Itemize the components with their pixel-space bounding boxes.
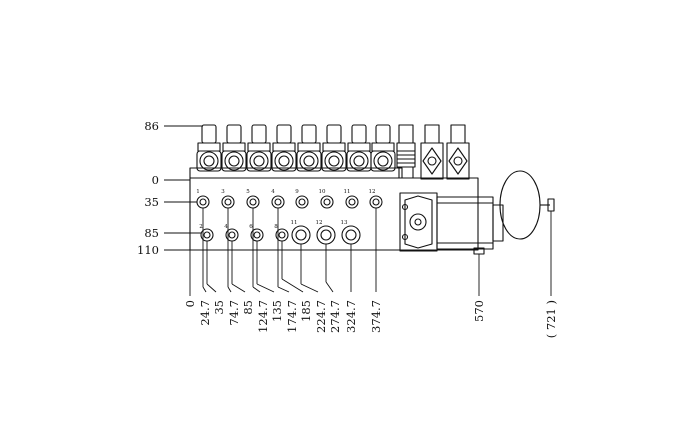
port-number: 12	[316, 220, 323, 226]
port-number: 6	[249, 224, 253, 230]
port	[345, 195, 359, 209]
port-number: 4	[224, 224, 228, 230]
port-number: 10	[319, 189, 326, 195]
port-number: 9	[295, 189, 299, 195]
port-number: 8	[274, 224, 278, 230]
port-number: 11	[344, 189, 351, 195]
horizontal-dimension-labels: 0 24.7 35 74.7 85 124.7 135 174.7 185 22…	[183, 300, 558, 338]
dim-label: 174.7	[285, 300, 299, 333]
dim-label-110: 110	[137, 243, 159, 257]
dim-label: 35	[212, 300, 226, 315]
pilot-valve	[396, 124, 416, 179]
port-number: 3	[221, 189, 225, 195]
port-large	[341, 225, 361, 245]
port-number: 5	[246, 189, 250, 195]
dim-label: 374.7	[369, 300, 383, 333]
dim-label: 570	[472, 300, 486, 322]
port	[221, 195, 235, 209]
dim-label: 24.7	[198, 300, 212, 326]
solenoid-valve	[271, 124, 297, 172]
port-number-labels: 1 3 5 4 9 10 11 12 2 4 6 8 11 12 13	[196, 189, 375, 230]
vertical-dimension-labels: 86 0 35 85 110	[137, 119, 159, 257]
port	[320, 195, 334, 209]
solenoid-valve	[370, 124, 396, 172]
port	[295, 195, 309, 209]
dim-label: 124.7	[256, 300, 270, 333]
solenoid-valve	[321, 124, 347, 172]
port-number: 12	[369, 189, 376, 195]
vertical-dimension-leaders	[164, 125, 203, 251]
directional-valve	[446, 124, 470, 180]
port-large	[291, 225, 311, 245]
dim-label-85: 85	[144, 226, 159, 240]
port	[246, 195, 260, 209]
port	[196, 195, 210, 209]
port-number: 11	[291, 220, 298, 226]
port-row-upper	[196, 195, 383, 209]
solenoid-valve-row	[196, 124, 396, 172]
dim-label-86: 86	[144, 119, 159, 133]
port	[271, 195, 285, 209]
dim-label-0: 0	[152, 173, 159, 187]
motor-unit	[399, 192, 494, 255]
port-number: 2	[199, 224, 203, 230]
directional-valve	[420, 124, 444, 180]
dim-label: ( 721 )	[544, 300, 558, 338]
dim-label-35: 35	[144, 195, 159, 209]
solenoid-valve	[196, 124, 222, 172]
port-number: 1	[196, 189, 200, 195]
dim-label: 274.7	[328, 300, 342, 333]
port	[369, 195, 383, 209]
dim-label: 74.7	[227, 300, 241, 326]
dim-label: 85	[241, 300, 255, 315]
dim-label: 224.7	[314, 300, 328, 333]
solenoid-valve	[246, 124, 272, 172]
dim-label: 324.7	[344, 300, 358, 333]
solenoid-valve	[346, 124, 372, 172]
port-number: 4	[271, 189, 275, 195]
dim-label: 185	[299, 300, 313, 322]
horizontal-dimension-leaders	[189, 208, 552, 296]
dim-label: 0	[183, 300, 197, 307]
port-number: 13	[341, 220, 348, 226]
dim-label: 135	[270, 300, 284, 322]
solenoid-valve	[296, 124, 322, 172]
solenoid-valve	[221, 124, 247, 172]
accumulator	[492, 170, 555, 242]
port-large	[316, 225, 336, 245]
